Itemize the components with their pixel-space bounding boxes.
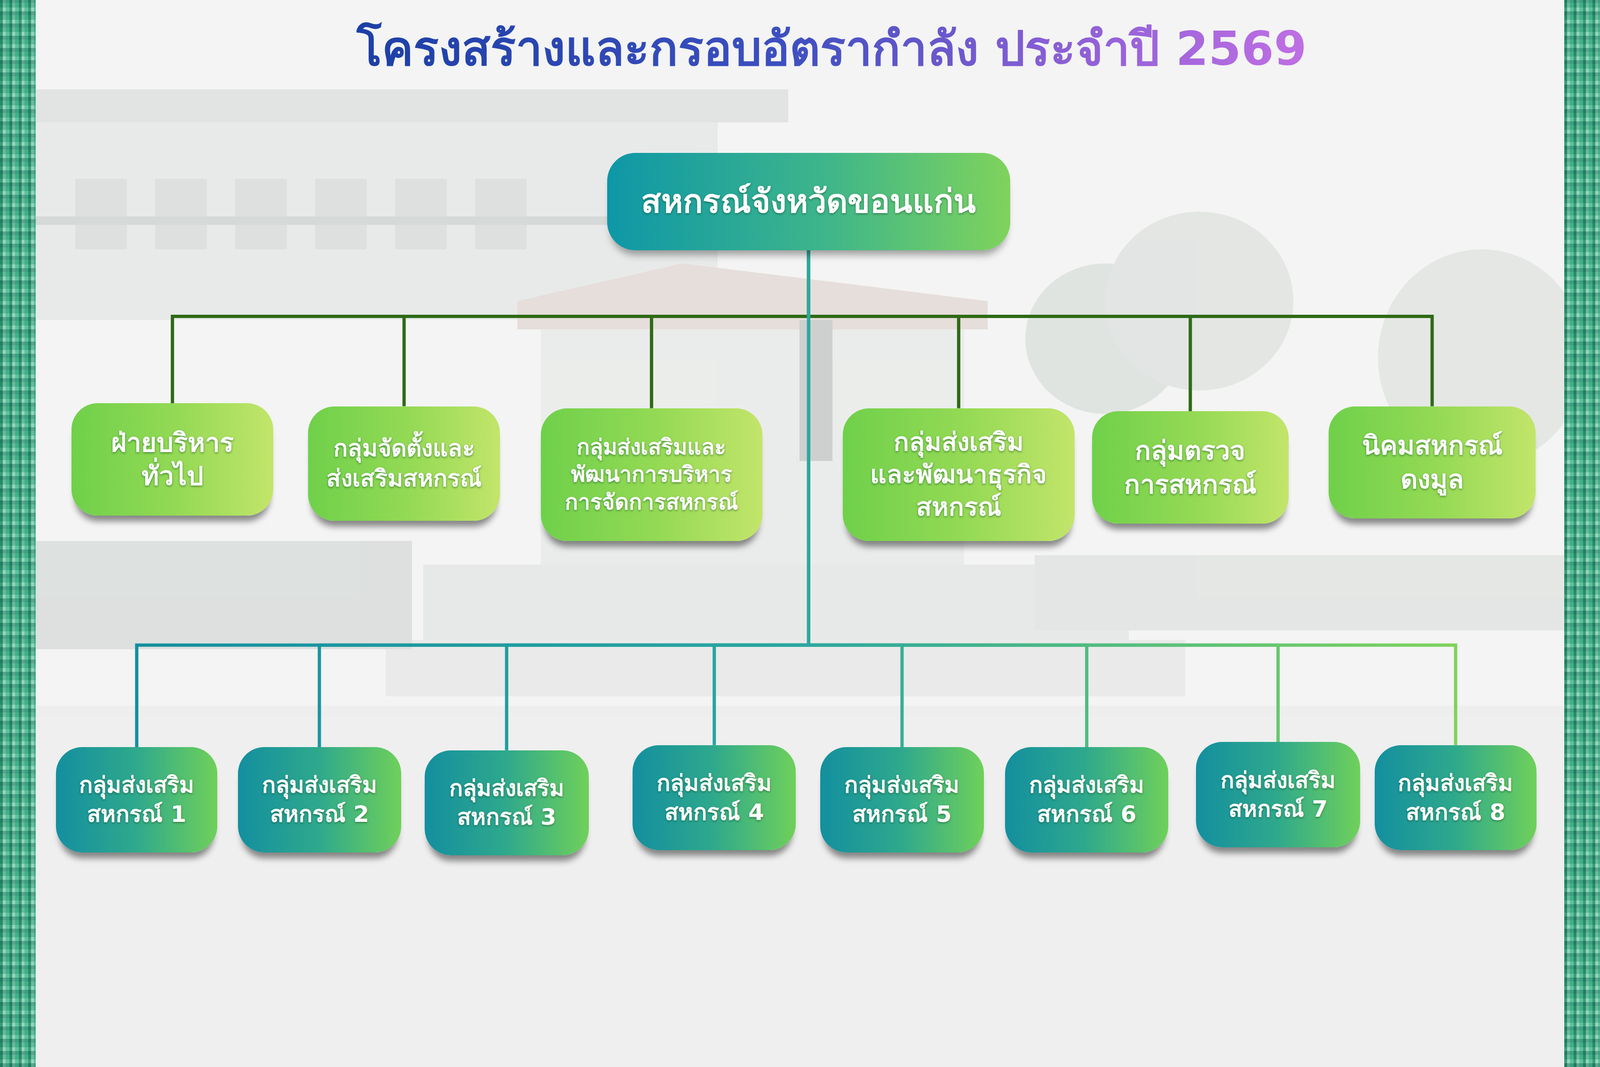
- division-box: ฝ่ายบริหาร ทั่วไป: [71, 403, 274, 516]
- node-label: กลุ่มส่งเสริม สหกรณ์ 5: [843, 770, 961, 829]
- division-box: กลุ่มจัดตั้งและ ส่งเสริมสหกรณ์: [308, 406, 500, 521]
- promotion-group-box: กลุ่มส่งเสริม สหกรณ์ 5: [820, 746, 984, 852]
- promotion-group-box: กลุ่มส่งเสริม สหกรณ์ 1: [55, 746, 218, 852]
- org-connector: [506, 250, 809, 751]
- promotion-group-box: กลุ่มส่งเสริม สหกรณ์ 6: [1005, 746, 1169, 852]
- chart-title: โครงสร้างและกรอบอัตรากำลัง ประจำปี 2569: [356, 18, 1307, 80]
- node-label: กลุ่มตรวจ การสหกรณ์: [1123, 433, 1258, 501]
- node-label: กลุ่มส่งเสริม สหกรณ์ 7: [1219, 765, 1337, 824]
- org-connector: [651, 250, 809, 409]
- node-label: กลุ่มส่งเสริม สหกรณ์ 6: [1028, 770, 1146, 829]
- node-label: นิคมสหกรณ์ ดงมูล: [1361, 428, 1504, 496]
- node-label: กลุ่มส่งเสริม สหกรณ์ 3: [448, 773, 566, 832]
- node-label: สหกรณ์จังหวัดขอนแก่น: [640, 180, 977, 223]
- division-box: กลุ่มตรวจ การสหกรณ์: [1092, 411, 1290, 524]
- node-label: ฝ่ายบริหาร ทั่วไป: [110, 425, 235, 493]
- org-connector: [808, 250, 1278, 743]
- node-label: กลุ่มส่งเสริมและ พัฒนาการบริหาร การจัดกา…: [563, 433, 740, 517]
- node-label: กลุ่มส่งเสริม สหกรณ์ 4: [655, 768, 773, 827]
- promotion-group-box: กลุ่มส่งเสริม สหกรณ์ 3: [424, 750, 589, 856]
- promotion-group-box: กลุ่มส่งเสริม สหกรณ์ 4: [632, 744, 796, 850]
- org-connector: [808, 250, 1087, 748]
- promotion-group-box: กลุ่มส่งเสริม สหกรณ์ 8: [1374, 744, 1537, 850]
- root-box: สหกรณ์จังหวัดขอนแก่น: [607, 152, 1011, 250]
- org-connector: [808, 250, 1433, 407]
- division-box: กลุ่มส่งเสริมและ พัฒนาการบริหาร การจัดกา…: [540, 408, 763, 541]
- org-connector: [172, 250, 809, 404]
- org-connector: [808, 250, 1190, 412]
- node-label: กลุ่มจัดตั้งและ ส่งเสริมสหกรณ์: [325, 433, 483, 494]
- node-label: กลุ่มส่งเสริม สหกรณ์ 8: [1396, 768, 1514, 827]
- promotion-group-box: กลุ่มส่งเสริม สหกรณ์ 2: [237, 746, 402, 852]
- org-connector: [808, 250, 959, 409]
- promotion-group-box: กลุ่มส่งเสริม สหกรณ์ 7: [1196, 741, 1361, 847]
- plaid-band: [1564, 0, 1600, 1067]
- division-box: นิคมสหกรณ์ ดงมูล: [1328, 406, 1536, 519]
- org-connector: [403, 250, 809, 407]
- node-label: กลุ่มส่งเสริม และพัฒนาธุรกิจ สหกรณ์: [869, 425, 1048, 523]
- node-label: กลุ่มส่งเสริม สหกรณ์ 1: [78, 770, 196, 829]
- node-label: กลุ่มส่งเสริม สหกรณ์ 2: [261, 770, 379, 829]
- plaid-band: [0, 0, 36, 1067]
- division-box: กลุ่มส่งเสริม และพัฒนาธุรกิจ สหกรณ์: [842, 408, 1075, 541]
